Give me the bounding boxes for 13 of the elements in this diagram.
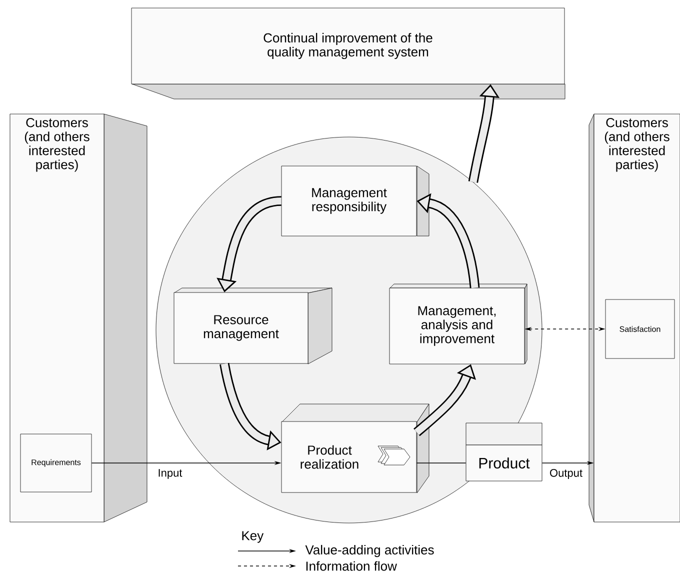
process-block: Product realization	[281, 404, 430, 494]
process-box: Requirements	[20, 434, 92, 492]
legend-text: Value-adding activities	[305, 544, 434, 558]
process-block: Management responsibility	[281, 166, 430, 236]
process-block: Product	[466, 422, 542, 482]
edge-label: Output	[550, 469, 582, 479]
legend-text: Information flow	[306, 561, 397, 571]
process-block: Resource management	[174, 288, 332, 364]
key-heading: Key	[242, 531, 264, 543]
process-box: Satisfaction	[605, 299, 675, 359]
edge-label: Input	[158, 469, 182, 479]
process-block: Management, analysis and improvement	[389, 284, 528, 364]
improvement-block: Continual improvement of the quality management system	[131, 8, 566, 100]
